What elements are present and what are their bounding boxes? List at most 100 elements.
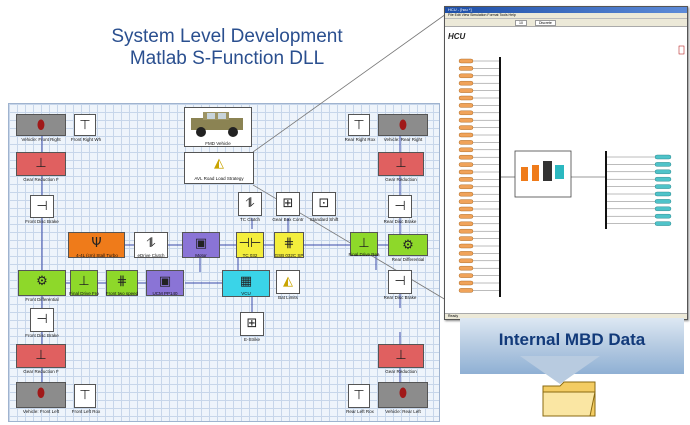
gear-reduction-front-right-block[interactable]: ⊥ [16, 152, 66, 176]
status-bar: Ready [445, 313, 687, 319]
front-left-wheel-block[interactable]: ⊤ [74, 384, 96, 408]
inport-icon [458, 184, 474, 190]
rear-left-wheel-label: Rear Left Rox [346, 409, 374, 414]
bat-limits-block[interactable]: ◭ [276, 270, 300, 294]
window-title: HCU - [hcu *] [448, 7, 472, 12]
standard-shift-block[interactable]: ⊡ [312, 192, 336, 216]
gearbox-block[interactable]: ⋕ [274, 232, 304, 258]
inport-icon [458, 125, 474, 130]
final-drive-icon: ⊥ [78, 274, 90, 289]
status-text: Ready [448, 314, 459, 318]
clutch-icon: ⥮ [146, 236, 156, 251]
inport-icon [458, 273, 474, 278]
tire-icon: ⬮ [36, 118, 46, 133]
motor-block[interactable]: ▣ [182, 232, 220, 258]
e-strike-label: E-Strike [243, 337, 260, 342]
rear-right-wheel-block[interactable]: ⊤ [348, 114, 370, 136]
front-differential-block[interactable]: ⚙ [18, 270, 66, 296]
vehicle-front-right-block[interactable]: ⬮ [16, 114, 66, 136]
vcu-block[interactable]: ▦ [222, 270, 270, 297]
front-disc-brake-bottom-label: Front Disc Brake [25, 333, 59, 338]
front-disc-brake-top-block[interactable]: ⊣ [30, 195, 54, 218]
rear-differential-label: Rear Differential [391, 257, 425, 262]
rear-differential-block[interactable]: ⚙ [388, 234, 428, 256]
gearbox-icon: ⋕ [116, 274, 128, 289]
outport-icon [654, 199, 672, 204]
humvee-icon [191, 112, 243, 137]
brake-icon: ⊣ [36, 312, 48, 327]
fmd-vehicle-block[interactable] [184, 107, 252, 147]
tc-clutch-block[interactable]: ⥮ [238, 192, 262, 216]
rear-disc-brake-bottom-block[interactable]: ⊣ [388, 270, 412, 294]
vcu-label: VCU [241, 291, 251, 296]
wheel-hub-icon: ⊤ [353, 118, 365, 133]
avl-road-load-label: AVL Road Load Strategy [194, 176, 244, 181]
gear-reduction-icon: ⊥ [395, 348, 407, 363]
inport-icon [458, 147, 474, 153]
tire-icon: ⬮ [398, 118, 408, 133]
vehicle-front-left-block[interactable]: ⬮ [16, 382, 66, 408]
fmd-vehicle-label: FMD Vehicle [205, 141, 231, 146]
outport-icon [654, 206, 672, 212]
bat-limits-label: Bat Limits [278, 295, 298, 300]
menu-items[interactable]: File Edit View Simulation Format Tools H… [448, 13, 516, 17]
menu-bar[interactable]: File Edit View Simulation Format Tools H… [445, 13, 687, 19]
inport-icon [458, 81, 474, 86]
model-canvas[interactable] [8, 103, 440, 422]
inport-icon [458, 95, 474, 101]
engine-label: 4-4L (cm) Stall Turbo [76, 253, 118, 258]
inport-icon [458, 199, 474, 204]
gear-box-control-block[interactable]: ⊞ [276, 192, 300, 216]
inport-icon [458, 162, 474, 167]
inport-icon [458, 236, 474, 241]
final-drive-rear-block[interactable]: ⊥ [350, 232, 378, 256]
front-disc-brake-bottom-block[interactable]: ⊣ [30, 308, 54, 332]
inport-icon [458, 265, 474, 271]
edrive-clutch-block[interactable]: ⥮ [134, 232, 168, 258]
brake-icon: ⊣ [36, 199, 48, 214]
differential-gear-icon: ⚙ [402, 238, 414, 253]
vehicle-rear-left-label: Vehicle: Rear Left [385, 409, 421, 414]
rear-right-wheel-label: Rear Right Rox [344, 137, 376, 142]
gear-reduction-icon: ⊥ [395, 156, 407, 171]
outport-icon [654, 221, 672, 226]
mbd-banner-text: Internal MBD Data [498, 330, 646, 349]
gear-reduction-front-left-block[interactable]: ⊥ [16, 344, 66, 368]
standard-shift-label: Standard Shift [309, 217, 339, 222]
inport-icon [458, 140, 474, 145]
rear-left-wheel-block[interactable]: ⊤ [348, 384, 370, 408]
front-right-wheel-block[interactable]: ⊤ [74, 114, 96, 136]
avl-road-load-block[interactable]: ◭ [184, 152, 254, 184]
vehicle-rear-right-block[interactable]: ⬮ [378, 114, 428, 136]
brake-icon: ⊣ [394, 274, 406, 289]
toolbar[interactable]: 10 Discrete [445, 19, 687, 27]
inport-icon [458, 228, 474, 234]
gearbox-icon: ⋕ [283, 236, 295, 251]
final-drive-front-block[interactable]: ⊥ [70, 270, 98, 296]
torque-converter-icon: ⊣⊢ [238, 236, 262, 251]
front-two-speed-block[interactable]: ⋕ [106, 270, 138, 296]
wheel-hub-icon: ⊤ [353, 388, 365, 403]
engine-block[interactable]: Ψ [68, 232, 125, 258]
gear-reduction-rear-left-block[interactable]: ⊥ [378, 344, 424, 368]
rear-disc-brake-top-block[interactable]: ⊣ [388, 195, 412, 218]
inport-icon [458, 288, 474, 293]
tc-032-block[interactable]: ⊣⊢ [236, 232, 264, 258]
gear-box-control-label: Gear Box Contr [272, 217, 304, 222]
motor-label: Motor [195, 253, 207, 258]
vehicle-front-left-label: Vehicle: Front Left [22, 409, 60, 414]
gear-reduction-rear-right-block[interactable]: ⊥ [378, 152, 424, 176]
gearbox-label: GSB 032C SP [274, 253, 304, 258]
window-title-bar[interactable]: HCU - [hcu *] [445, 7, 687, 13]
outport-icon [654, 213, 672, 219]
ucm-pp140-block[interactable]: ▣ [146, 270, 184, 296]
vehicle-rear-left-block[interactable]: ⬮ [378, 382, 428, 408]
ucm-pp140-label: UCM PP140 [152, 291, 178, 296]
solver-select[interactable]: Discrete [535, 20, 556, 26]
hcu-model-window[interactable]: HCU - [hcu *] File Edit View Simulation … [444, 6, 688, 320]
tire-icon: ⬮ [398, 386, 408, 401]
stop-time-field[interactable]: 10 [515, 20, 527, 26]
e-strike-block[interactable]: ⊞ [240, 312, 264, 336]
inport-icon [458, 258, 474, 264]
final-drive-rear-label: Final Drive Rea [348, 252, 380, 257]
